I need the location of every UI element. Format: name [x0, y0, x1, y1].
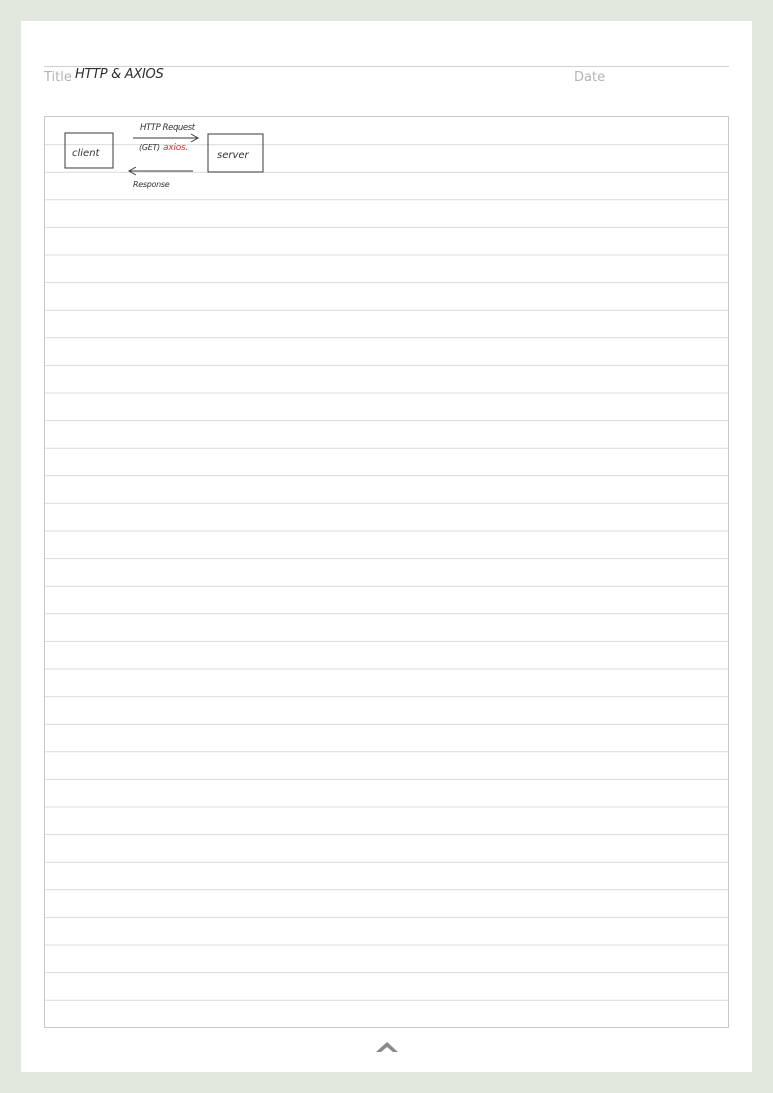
- handwritten-sketch: client server HTTP Request (GET) axios. …: [64, 123, 264, 189]
- title-label: Title: [44, 70, 72, 85]
- header-divider: [44, 66, 729, 67]
- request-arrow-head: [190, 133, 200, 143]
- client-label: client: [72, 148, 101, 159]
- server-label: server: [217, 150, 250, 161]
- note-writing-area[interactable]: client server HTTP Request (GET) axios. …: [44, 116, 729, 1028]
- ruled-lines: [45, 144, 728, 1001]
- response-label: Response: [133, 180, 170, 189]
- method-label: (GET): [139, 143, 160, 152]
- server-box: [207, 133, 264, 173]
- library-label: axios.: [163, 143, 188, 153]
- date-label: Date: [574, 70, 606, 85]
- notebook-page: Title HTTP & AXIOS Date client server HT…: [21, 21, 752, 1072]
- response-arrow-head: [127, 166, 137, 176]
- chevron-up-icon[interactable]: [376, 1040, 398, 1054]
- title-value[interactable]: HTTP & AXIOS: [75, 67, 164, 82]
- request-label: HTTP Request: [140, 123, 196, 133]
- client-box: [64, 132, 114, 169]
